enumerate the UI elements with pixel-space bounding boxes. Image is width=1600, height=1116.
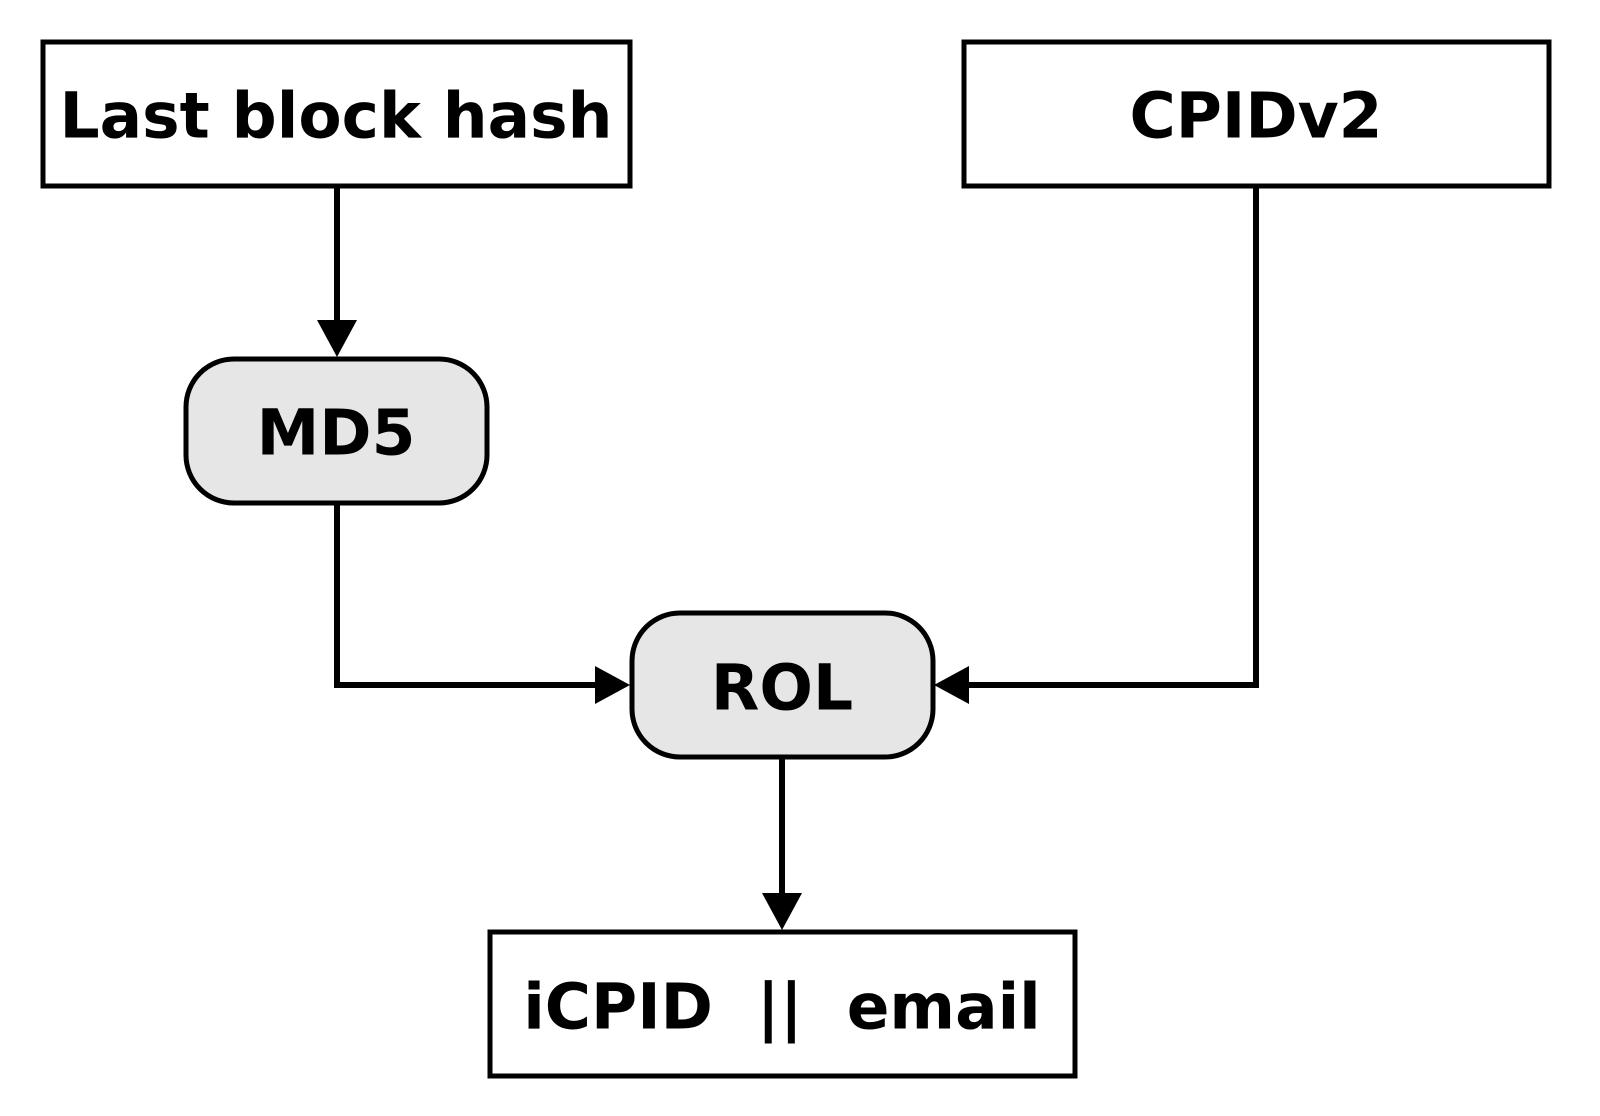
edge-cpidv2-to-rol — [966, 187, 1259, 688]
cpidv2-box — [961, 39, 1552, 189]
node-output: iCPID || email — [487, 929, 1078, 1079]
last-block-hash-label: Last block hash — [59, 80, 612, 153]
md5-box — [183, 356, 490, 506]
arrowheads — [317, 320, 969, 930]
rol-box — [629, 610, 936, 760]
arrowhead-left-rol — [934, 666, 969, 704]
md5-label: MD5 — [257, 397, 416, 470]
output-box — [487, 929, 1078, 1079]
output-label: iCPID || email — [523, 971, 1041, 1045]
last-block-hash-box — [40, 39, 633, 189]
arrowhead-down-md5 — [317, 320, 357, 357]
edge-md5-to-rol — [334, 505, 598, 688]
arrowhead-down-output — [762, 893, 802, 930]
node-rol: ROL — [629, 610, 936, 760]
cpidv2-label: CPIDv2 — [1129, 80, 1382, 153]
node-cpidv2: CPIDv2 — [961, 39, 1552, 189]
node-md5: MD5 — [183, 356, 490, 506]
arrowhead-right-rol — [595, 666, 630, 704]
rol-label: ROL — [711, 652, 853, 725]
connectors — [334, 187, 1259, 897]
node-last-block-hash: Last block hash — [40, 39, 633, 189]
